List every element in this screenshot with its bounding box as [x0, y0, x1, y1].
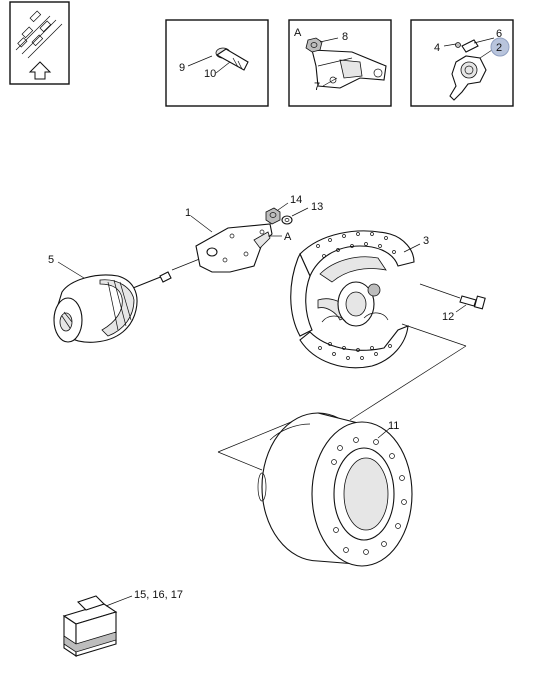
inset-slack-adjuster[interactable]: 4 6 2	[410, 19, 514, 107]
callout-14[interactable]: 14	[290, 194, 302, 206]
brake-chamber[interactable]: 5	[48, 254, 172, 343]
callout-10[interactable]: 10	[204, 68, 216, 80]
nut-washer[interactable]: 14 13	[265, 194, 323, 225]
callout-12[interactable]: 12	[442, 311, 454, 323]
callout-8[interactable]: 8	[342, 31, 348, 43]
callout-A[interactable]: A	[284, 231, 292, 243]
callout-15-16-17[interactable]: 15, 16, 17	[134, 589, 183, 601]
shoe-bolt[interactable]: 12	[419, 283, 486, 323]
inset-bolt[interactable]: 9 10	[165, 19, 269, 107]
selected-callout-highlight	[490, 37, 510, 57]
callout-4[interactable]: 4	[434, 42, 440, 54]
callout-5[interactable]: 5	[48, 254, 54, 266]
brake-drum[interactable]: 11	[257, 412, 413, 567]
callout-3[interactable]: 3	[423, 235, 429, 247]
inset-bracket[interactable]: A 8 7	[288, 19, 392, 107]
brake-shoe-assembly[interactable]: 3	[290, 230, 429, 369]
callout-6[interactable]: 6	[496, 28, 502, 40]
callout-11[interactable]: 11	[388, 420, 399, 432]
callout-13[interactable]: 13	[311, 201, 323, 213]
bolt-part	[215, 47, 249, 71]
shoe-lining-holes	[316, 232, 396, 360]
kit-box[interactable]: 15, 16, 17	[62, 589, 183, 658]
shelf-icon	[15, 10, 63, 59]
chamber-bracket[interactable]: 1 A	[185, 207, 292, 273]
nav-thumbnail[interactable]	[9, 1, 70, 85]
up-arrow-icon	[28, 61, 52, 80]
nut-part	[305, 37, 323, 53]
bracket-part	[311, 49, 387, 89]
drum-bolt-holes	[331, 437, 407, 555]
callout-1[interactable]: 1	[185, 207, 191, 219]
callout-9[interactable]: 9	[179, 62, 185, 74]
callout-2[interactable]: 2	[496, 42, 502, 54]
callout-7[interactable]: 7	[314, 81, 320, 93]
callout-A-inset[interactable]: A	[294, 27, 302, 39]
